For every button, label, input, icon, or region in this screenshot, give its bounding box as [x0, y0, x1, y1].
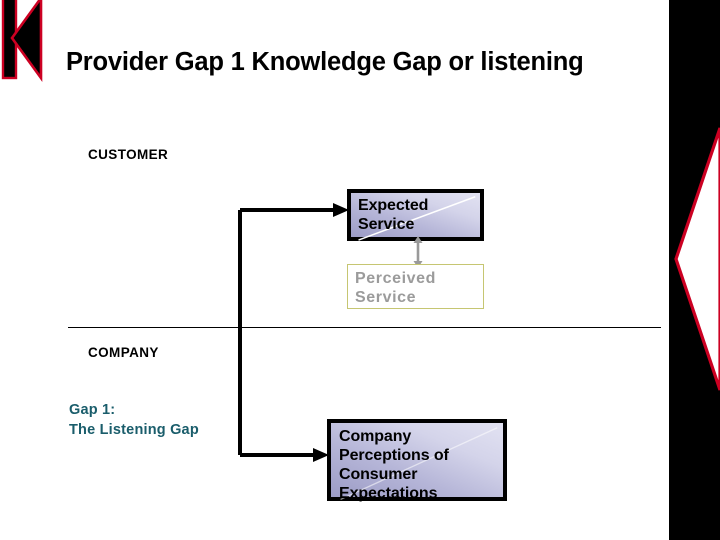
box-perceived-service: Perceived Service — [347, 264, 484, 309]
box-expected-service-text: Expected Service — [351, 193, 480, 235]
box-company-perceptions-line3: Consumer — [339, 465, 418, 483]
gap-caption-line1: Gap 1: — [69, 402, 116, 418]
box-company-perceptions-text: Company Perceptions of Consumer Expectat… — [331, 423, 503, 504]
k-logo-icon — [1, 0, 43, 83]
box-company-perceptions-line2: Perceptions of — [339, 446, 449, 464]
box-perceived-service-line1: Perceived — [355, 270, 437, 287]
customer-company-divider — [68, 327, 661, 328]
section-label-company: COMPANY — [88, 345, 159, 360]
gap-caption-line2: The Listening Gap — [69, 422, 199, 438]
box-company-perceptions-line1: Company — [339, 428, 412, 445]
box-expected-service-line1: Expected — [358, 197, 429, 214]
box-expected-service-line2: Service — [358, 215, 415, 233]
box-company-perceptions: Company Perceptions of Consumer Expectat… — [327, 419, 507, 504]
box-perceived-service-line2: Service — [355, 288, 417, 306]
box-expected-service: Expected Service — [347, 189, 484, 241]
box-perceived-service-text: Perceived Service — [348, 265, 483, 308]
right-chevron-band-icon — [669, 0, 720, 540]
section-label-customer: CUSTOMER — [88, 147, 169, 162]
page-title: Provider Gap 1 Knowledge Gap or listenin… — [66, 48, 584, 76]
box-company-perceptions-line4: Expectations — [339, 484, 438, 502]
gap-caption: Gap 1: The Listening Gap — [69, 400, 199, 440]
